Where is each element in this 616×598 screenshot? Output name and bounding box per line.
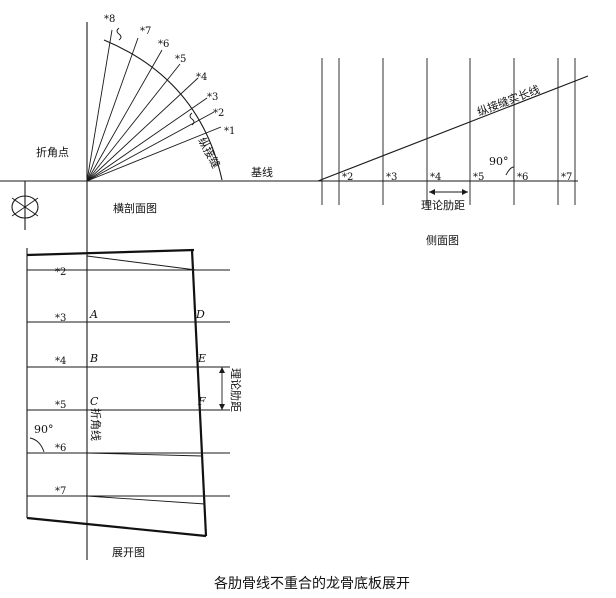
side-mark-3: *3 <box>386 172 397 183</box>
point-c: C <box>90 395 99 408</box>
seam-true-length-label: 纵接缝实长线 <box>475 82 542 119</box>
cs-mark-6: *6 <box>158 39 169 50</box>
side-mark-6: *6 <box>517 172 528 183</box>
seam-true-length-line <box>317 75 589 182</box>
cs-mark-4: *4 <box>196 72 207 83</box>
fold-line-label: 折角线 <box>89 408 103 441</box>
break-mark-top <box>116 27 122 41</box>
break-mark-right <box>189 112 195 126</box>
side-mark-2: *2 <box>342 172 353 183</box>
section-line-8 <box>86 29 113 182</box>
section-line-3 <box>86 97 208 182</box>
section-line-1 <box>86 126 222 182</box>
side-mark-5: *5 <box>473 172 484 183</box>
figure-title: 各肋骨线不重合的龙骨底板展开 <box>214 576 410 592</box>
section-line-6 <box>86 49 163 182</box>
section-line-5 <box>86 63 181 182</box>
dev-angle-label: 90° <box>34 423 54 436</box>
cross-section-caption: 横剖面图 <box>113 201 157 215</box>
dev-spacing-label: 理论肋距 <box>229 368 243 412</box>
cs-mark-3: *3 <box>207 92 218 103</box>
dev-mark-7: *7 <box>55 486 66 497</box>
dev-top-edge <box>26 248 195 257</box>
dev-shell-6 <box>86 452 203 457</box>
side-view-caption: 侧面图 <box>426 234 459 247</box>
dev-mark-2: *2 <box>55 267 66 278</box>
cs-mark-2: *2 <box>213 108 224 119</box>
cross-section-view: *8 *7 *6 *5 *4 *3 *2 *1 折角点 基线 纵接缝 横剖面图 <box>0 14 322 560</box>
side-mark-7: *7 <box>561 172 572 183</box>
side-mark-4: *4 <box>430 172 441 183</box>
dev-mark-3: *3 <box>55 313 66 324</box>
dev-bottom-edge <box>26 516 207 538</box>
corner-point-label: 折角点 <box>36 145 69 159</box>
section-line-7 <box>86 37 139 182</box>
point-b: B <box>89 352 98 365</box>
section-line-2 <box>86 111 215 182</box>
point-e: E <box>197 352 206 365</box>
dev-shell-7 <box>86 495 206 505</box>
cs-mark-7: *7 <box>140 26 151 37</box>
side-spacing-label: 理论肋距 <box>421 198 465 212</box>
dev-mark-5: *5 <box>55 400 66 411</box>
side-view: *2 *3 *4 *5 *6 *7 90° 纵接缝实长线 理论肋距 侧面图 <box>317 58 589 247</box>
section-line-4 <box>86 77 199 182</box>
side-arrow-right <box>462 189 468 195</box>
development-caption: 展开图 <box>112 546 145 559</box>
baseline-label: 基线 <box>251 165 273 179</box>
dev-arrow-top <box>219 367 225 373</box>
seam-label: 纵接缝 <box>195 135 223 171</box>
dev-shell-2 <box>86 255 197 271</box>
side-arrow-left <box>429 189 435 195</box>
dev-right-edge <box>190 249 208 537</box>
side-right-angle-mark <box>505 166 515 176</box>
seam-arc <box>103 39 223 181</box>
development-view: *2 *3 *4 *5 *6 *7 A B C D E F 90° 折角线 理论… <box>26 248 243 559</box>
cs-mark-1: *1 <box>224 126 235 137</box>
cs-mark-8: *8 <box>104 14 115 25</box>
dev-mark-4: *4 <box>55 356 66 367</box>
dev-right-angle-mark <box>29 437 45 453</box>
point-a: A <box>89 308 98 321</box>
keel-symbol <box>11 181 39 230</box>
dev-arrow-bottom <box>219 404 225 410</box>
point-d: D <box>195 308 205 321</box>
dev-mark-6: *6 <box>55 443 66 454</box>
point-f: F <box>197 395 206 408</box>
side-angle-label: 90° <box>489 155 509 168</box>
cs-mark-5: *5 <box>175 54 186 65</box>
